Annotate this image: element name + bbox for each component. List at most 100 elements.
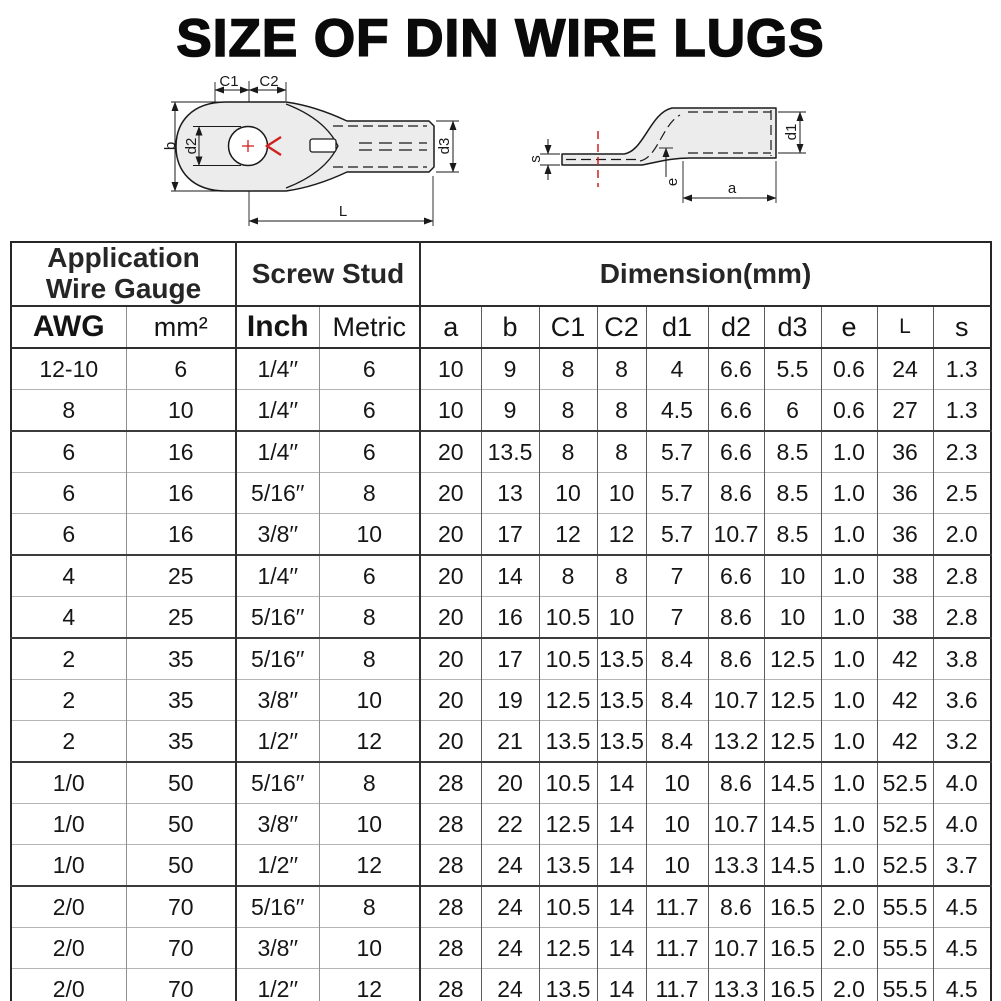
- cell: 8: [596, 348, 646, 390]
- cell: 13.5: [596, 679, 646, 721]
- cell: 5.7: [645, 513, 708, 555]
- cell: 6.6: [707, 430, 764, 473]
- cell: 28: [419, 761, 481, 804]
- cell: 20: [419, 472, 481, 514]
- cell: 1.0: [820, 637, 877, 680]
- cell: 13.5: [596, 637, 646, 680]
- cell: 0.6: [820, 389, 877, 431]
- cell: 8: [596, 389, 646, 431]
- page-title: SIZE OF DIN WIRE LUGS: [176, 8, 825, 69]
- cell: 24: [480, 927, 539, 969]
- cell: 14.5: [763, 803, 821, 845]
- cell: 10: [125, 389, 236, 431]
- column-header-c1: C1: [538, 306, 597, 349]
- cell: 5.7: [645, 472, 708, 514]
- cell: 1.0: [820, 513, 877, 555]
- cell: 8.6: [707, 472, 764, 514]
- label-d1: d1: [783, 124, 800, 141]
- header-dimension-mm: Dimension(mm): [419, 242, 991, 307]
- cell: 10: [419, 389, 481, 431]
- cell: 5/16′′: [235, 472, 319, 514]
- cell: 2.0: [932, 513, 991, 555]
- cell: 16: [480, 596, 539, 638]
- label-c2: C2: [259, 73, 278, 90]
- cell: 1.0: [820, 472, 877, 514]
- cell: 6: [318, 430, 420, 473]
- column-header-d1: d1: [645, 306, 708, 349]
- din-lug-size-table: Application Wire Gauge Screw Stud Dimens…: [10, 241, 992, 1001]
- cell: 14.5: [763, 844, 821, 886]
- cell: 16: [125, 472, 236, 514]
- cell: 8: [318, 472, 420, 514]
- cell: 11.7: [645, 968, 708, 1001]
- cell: 12.5: [763, 679, 821, 721]
- cell: 19: [480, 679, 539, 721]
- cell: 16: [125, 513, 236, 555]
- column-header-l: L: [876, 306, 933, 349]
- cell: 3/8′′: [235, 803, 319, 845]
- cell: 5.5: [763, 348, 821, 390]
- cell: 42: [876, 720, 933, 762]
- cell: 14: [596, 761, 646, 804]
- cell: 9: [480, 389, 539, 431]
- cell: 12.5: [538, 927, 597, 969]
- cell: 10: [318, 927, 420, 969]
- cell: 12: [318, 844, 420, 886]
- cell: 2.0: [820, 968, 877, 1001]
- cell: 17: [480, 513, 539, 555]
- cell: 4: [11, 554, 126, 597]
- crimp-funnel-line: [285, 103, 339, 189]
- cell: 10.5: [538, 885, 597, 928]
- cell: 36: [876, 513, 933, 555]
- cell: 6: [11, 472, 126, 514]
- cell: 1.0: [820, 803, 877, 845]
- cell: 28: [419, 968, 481, 1001]
- cell: 28: [419, 927, 481, 969]
- cell: 1/0: [11, 803, 126, 845]
- cell: 4.0: [932, 803, 991, 845]
- cell: 6.6: [707, 348, 764, 390]
- cell: 35: [125, 679, 236, 721]
- cell: 8.4: [645, 637, 708, 680]
- cell: 8: [596, 554, 646, 597]
- column-header-c2: C2: [596, 306, 646, 349]
- cell: 3/8′′: [235, 513, 319, 555]
- lug-side-view-diagram: s e a d1: [527, 107, 806, 203]
- cell: 10.5: [538, 596, 597, 638]
- cell: 20: [419, 554, 481, 597]
- cell: 11.7: [645, 927, 708, 969]
- cell: 3.6: [932, 679, 991, 721]
- cell: 42: [876, 637, 933, 680]
- cell: 14: [596, 803, 646, 845]
- cell: 1.3: [932, 348, 991, 390]
- cell: 8: [11, 389, 126, 431]
- column-header-s: s: [932, 306, 991, 349]
- cell: 2/0: [11, 927, 126, 969]
- cell: 20: [419, 679, 481, 721]
- cell: 28: [419, 885, 481, 928]
- cell: 52.5: [876, 844, 933, 886]
- cell: 13.3: [707, 844, 764, 886]
- chamfer-mark: [264, 135, 282, 157]
- group-header-row: Application Wire Gauge Screw Stud Dimens…: [11, 242, 991, 307]
- cell: 8.6: [707, 885, 764, 928]
- header-application-wire-gauge: Application Wire Gauge: [11, 242, 236, 307]
- cell: 8.5: [763, 430, 821, 473]
- cell: 1.0: [820, 596, 877, 638]
- cell: 8: [538, 430, 597, 473]
- inspection-window: [309, 138, 337, 153]
- cell: 13.5: [480, 430, 539, 473]
- cell: 6: [763, 389, 821, 431]
- cell: 2: [11, 720, 126, 762]
- cell: 27: [876, 389, 933, 431]
- cell: 5.7: [645, 430, 708, 473]
